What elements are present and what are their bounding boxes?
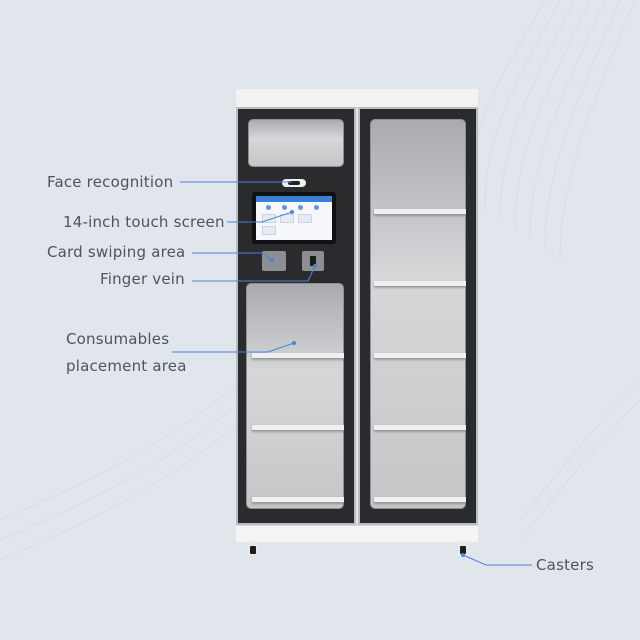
right-window [370, 119, 466, 509]
shelf [374, 497, 466, 503]
right-door[interactable] [358, 107, 478, 525]
face-recognition-camera [282, 179, 306, 187]
upper-window [248, 119, 344, 167]
shelf [252, 353, 344, 359]
label-casters: Casters [536, 556, 594, 574]
caster-left [248, 541, 258, 555]
label-face-recognition: Face recognition [47, 173, 174, 191]
touch-screen[interactable] [252, 192, 336, 244]
label-consumables-line2: placement area [66, 357, 187, 375]
smart-cabinet [236, 89, 478, 555]
shelf [374, 281, 466, 287]
left-door[interactable] [236, 107, 356, 525]
shelf [374, 425, 466, 431]
label-finger-vein: Finger vein [100, 270, 185, 288]
shelf [374, 353, 466, 359]
caster-right [458, 541, 468, 555]
finger-vein-scanner[interactable] [302, 251, 324, 271]
label-card-swiping: Card swiping area [47, 243, 186, 261]
screen-header-bar [256, 196, 332, 202]
label-consumables-line1: Consumables [66, 330, 170, 348]
shelf [252, 497, 344, 503]
cabinet-base [236, 525, 478, 542]
label-touch-screen: 14-inch touch screen [63, 213, 225, 231]
shelf [374, 209, 466, 215]
cabinet-top-cap [236, 89, 478, 108]
card-swiping-area[interactable] [262, 251, 286, 271]
lower-window [246, 283, 344, 509]
shelf [252, 425, 344, 431]
